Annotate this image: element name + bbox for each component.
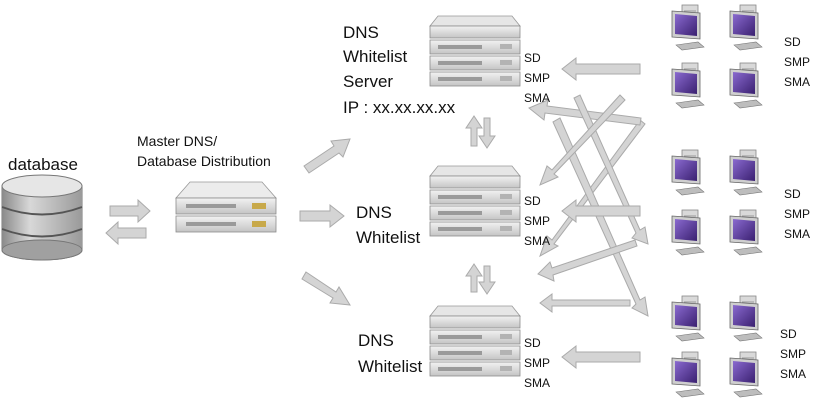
top-server-protocols: SD SMP SMA	[524, 51, 550, 105]
protocol-label: SMP	[524, 214, 550, 228]
protocol-label: SD	[524, 194, 541, 208]
client-group-bot	[671, 295, 763, 398]
bot-server-line2: Whitelist	[358, 357, 423, 376]
desktop-computer-icon	[729, 209, 763, 256]
protocol-label: SMP	[780, 347, 806, 361]
master-label-line1: Master DNS/	[137, 133, 217, 149]
mid-server-line1: DNS	[356, 203, 392, 222]
protocol-label: SMA	[780, 367, 806, 381]
client-group-mid	[671, 149, 763, 256]
master-to-mid-arrow	[299, 203, 345, 229]
desktop-computer-icon	[671, 351, 705, 398]
protocol-label: SMP	[784, 207, 810, 221]
bot-server-protocols: SD SMP SMA	[524, 336, 550, 390]
sync-down-arrow-1	[478, 117, 496, 149]
protocol-label: SD	[784, 187, 801, 201]
sync-up-arrow-1	[465, 115, 483, 147]
protocol-label: SMA	[784, 75, 810, 89]
bot-server-line1: DNS	[358, 331, 394, 350]
protocol-label: SMP	[524, 356, 550, 370]
protocol-label: SMA	[524, 234, 550, 248]
desktop-computer-icon	[729, 4, 763, 51]
master-server-icon	[175, 181, 277, 233]
clients-to-top-arrow	[561, 56, 641, 82]
desktop-computer-icon	[671, 209, 705, 256]
protocol-label: SMP	[784, 55, 810, 69]
desktop-computer-icon	[671, 149, 705, 196]
protocol-label: SD	[524, 51, 541, 65]
top-server-line1: DNS	[343, 23, 379, 42]
clients-to-bot-arrow	[561, 344, 641, 370]
protocol-label: SD	[784, 35, 801, 49]
client-group-mid-protocols: SD SMP SMA	[784, 187, 810, 241]
protocol-label: SMP	[524, 71, 550, 85]
desktop-computer-icon	[671, 62, 705, 109]
db-to-master-arrow	[109, 198, 151, 224]
sync-down-arrow-2	[478, 265, 496, 295]
protocol-label: SMA	[524, 376, 550, 390]
protocol-label: SD	[524, 336, 541, 350]
desktop-computer-icon	[729, 351, 763, 398]
database-label: database	[8, 155, 78, 174]
desktop-computer-icon	[671, 4, 705, 51]
database-cylinder-icon	[1, 174, 83, 261]
top-server-line4: IP : xx.xx.xx.xx	[343, 98, 456, 117]
desktop-computer-icon	[671, 295, 705, 342]
master-label-line2: Database Distribution	[137, 153, 271, 169]
desktop-computer-icon	[729, 295, 763, 342]
top-server-line2: Whitelist	[343, 47, 408, 66]
desktop-computer-icon	[729, 149, 763, 196]
protocol-label: SMA	[784, 227, 810, 241]
desktop-computer-icon	[729, 62, 763, 109]
master-to-db-arrow	[105, 220, 147, 246]
dns-server-mid-icon	[429, 165, 521, 237]
dns-server-bot-icon	[429, 305, 521, 377]
top-server-line3: Server	[343, 72, 393, 91]
protocol-label: SMA	[524, 91, 550, 105]
protocol-label: SD	[780, 327, 797, 341]
client-group-top-protocols: SD SMP SMA	[784, 35, 810, 89]
dns-server-top-icon	[429, 15, 521, 87]
mid-server-protocols: SD SMP SMA	[524, 194, 550, 248]
mid-server-line2: Whitelist	[356, 228, 421, 247]
clients-to-mid-arrow	[561, 198, 641, 224]
master-to-bot-arrow	[301, 271, 351, 306]
master-to-top-arrow	[303, 138, 351, 174]
client-group-bot-protocols: SD SMP SMA	[780, 327, 806, 381]
sync-up-arrow-2	[465, 263, 483, 293]
client-group-top	[671, 4, 763, 109]
